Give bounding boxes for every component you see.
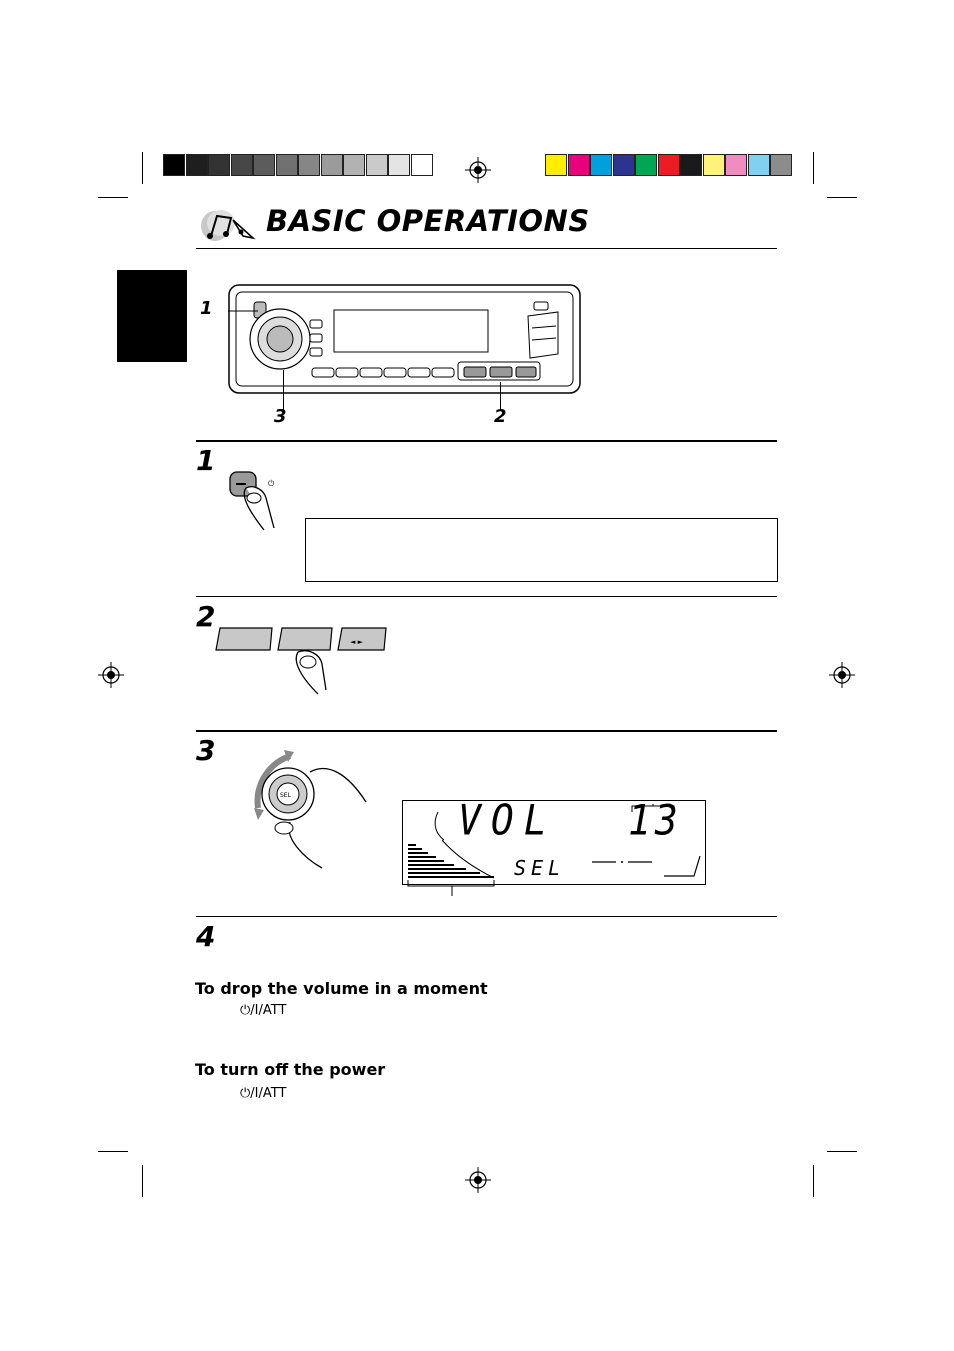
section-heading-power-off: To turn off the power bbox=[195, 1060, 386, 1079]
color-swatch bbox=[612, 154, 635, 176]
color-swatch bbox=[770, 154, 792, 176]
crop-mark bbox=[142, 152, 143, 184]
language-tab bbox=[117, 270, 187, 362]
callout-leader bbox=[500, 382, 501, 410]
gray-swatch bbox=[163, 154, 185, 176]
callout-2: 2 bbox=[494, 406, 507, 427]
lcd-display bbox=[402, 800, 706, 885]
svg-text:SEL: SEL bbox=[280, 792, 292, 799]
callout-leader bbox=[283, 370, 284, 410]
meter-bracket bbox=[407, 880, 495, 896]
crop-mark bbox=[98, 1151, 128, 1152]
step-rule bbox=[196, 440, 777, 442]
color-swatch bbox=[725, 154, 747, 176]
gray-swatch bbox=[275, 154, 298, 176]
att-button-label: ⏻/I/ATT bbox=[240, 1003, 287, 1018]
crop-mark bbox=[827, 1151, 857, 1152]
step-number-1: 1 bbox=[196, 444, 216, 477]
step-number-3: 3 bbox=[196, 734, 216, 767]
title-rule bbox=[196, 248, 777, 249]
color-swatch bbox=[747, 154, 770, 176]
callout-1: 1 bbox=[200, 298, 213, 319]
display-volume-label: VOL bbox=[458, 795, 557, 845]
gray-swatch bbox=[388, 154, 410, 176]
crop-mark bbox=[98, 197, 128, 198]
step-number-4: 4 bbox=[196, 920, 216, 953]
step-rule bbox=[196, 916, 777, 917]
gray-swatch bbox=[230, 154, 253, 176]
gray-swatch bbox=[253, 154, 275, 176]
gray-swatch bbox=[365, 154, 388, 176]
registration-target-icon bbox=[98, 662, 124, 688]
callout-3: 3 bbox=[274, 406, 287, 427]
att-button-label: ⏻/I/ATT bbox=[240, 1086, 287, 1101]
page-title: BASIC OPERATIONS bbox=[266, 204, 590, 238]
gray-swatch bbox=[185, 154, 208, 176]
display-sel-label: SEL bbox=[514, 856, 566, 880]
source-buttons-press-icon: ◄ ► bbox=[215, 627, 387, 695]
svg-text:◄ ►: ◄ ► bbox=[350, 638, 364, 646]
gray-swatch bbox=[320, 154, 343, 176]
registration-target-icon bbox=[829, 662, 855, 688]
color-swatch bbox=[657, 154, 680, 176]
step-rule bbox=[196, 596, 777, 597]
section-heading-drop-volume: To drop the volume in a moment bbox=[195, 979, 488, 998]
color-swatch bbox=[545, 154, 567, 176]
step-rule bbox=[196, 730, 777, 732]
note-box bbox=[305, 518, 778, 582]
finger-press-power-icon: ⏻ bbox=[229, 471, 275, 531]
volume-knob-turn-icon: SEL bbox=[254, 750, 367, 869]
gray-swatch bbox=[298, 154, 320, 176]
gray-swatch bbox=[343, 154, 365, 176]
crop-mark bbox=[827, 197, 857, 198]
gray-swatch bbox=[410, 154, 433, 176]
stereo-panel-illustration bbox=[228, 284, 581, 394]
color-swatch bbox=[680, 154, 702, 176]
color-swatch bbox=[702, 154, 725, 176]
crop-mark bbox=[813, 1165, 814, 1197]
color-swatch bbox=[635, 154, 657, 176]
music-notes-icon bbox=[201, 210, 256, 241]
svg-text:⏻: ⏻ bbox=[268, 479, 275, 488]
color-swatch bbox=[567, 154, 590, 176]
registration-target-icon bbox=[465, 1167, 491, 1193]
color-swatch bbox=[590, 154, 612, 176]
registration-target-icon bbox=[465, 157, 491, 183]
step-number-2: 2 bbox=[196, 600, 216, 633]
crop-mark bbox=[813, 152, 814, 184]
crop-mark bbox=[142, 1165, 143, 1197]
display-level-meter bbox=[408, 804, 701, 879]
gray-swatch bbox=[208, 154, 230, 176]
